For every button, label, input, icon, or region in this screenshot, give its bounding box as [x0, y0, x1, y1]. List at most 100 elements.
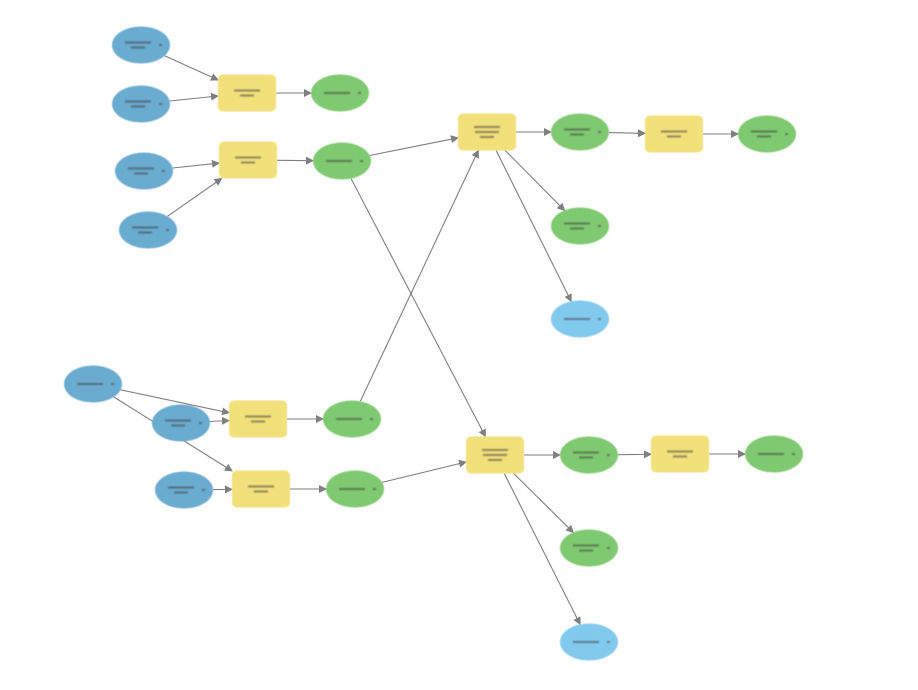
connector-t7-to-o2[interactable] — [503, 473, 581, 626]
connector-in5-to-t3[interactable] — [120, 389, 230, 416]
illegible-label-marks — [339, 488, 376, 490]
illegible-label-marks — [573, 641, 610, 643]
illegible-text-line — [667, 135, 681, 138]
tool-box — [229, 400, 287, 438]
tool-node-t4[interactable] — [232, 470, 290, 508]
illegible-text-dot — [373, 488, 376, 490]
connector-t7-to-d10[interactable] — [513, 473, 575, 534]
illegible-text-line — [661, 130, 687, 133]
tool-node-t3[interactable] — [229, 400, 287, 438]
data-ellipse — [115, 152, 173, 190]
illegible-text-line — [579, 456, 593, 459]
illegible-text-line — [138, 231, 152, 234]
derived-data-node-d5[interactable] — [551, 113, 609, 151]
illegible-text-dot — [607, 454, 610, 456]
input-data-node-in3[interactable] — [115, 152, 173, 190]
illegible-text-dot — [607, 547, 610, 549]
data-ellipse — [560, 436, 618, 474]
illegible-text-line — [579, 549, 593, 552]
connector-in2-to-t1[interactable] — [169, 92, 219, 102]
derived-data-node-d4[interactable] — [326, 470, 384, 508]
connector-t5-to-d7[interactable] — [504, 150, 566, 212]
illegible-text-line — [339, 488, 365, 490]
tool-node-t1[interactable] — [218, 74, 276, 112]
tool-node-t7[interactable] — [466, 436, 524, 474]
tool-node-t5[interactable] — [458, 113, 516, 151]
illegible-text-dot — [598, 225, 601, 227]
illegible-label-marks — [128, 167, 165, 175]
data-ellipse — [560, 529, 618, 567]
connector-d3-to-t5[interactable] — [359, 149, 479, 402]
illegible-label-marks — [77, 383, 114, 385]
illegible-label-marks — [573, 544, 610, 552]
output-variable-node-o1[interactable] — [551, 300, 609, 338]
derived-data-node-d6[interactable] — [738, 115, 796, 153]
connector-in4-to-t2[interactable] — [167, 177, 223, 217]
input-data-node-in5[interactable] — [64, 365, 122, 403]
illegible-text-line — [751, 130, 777, 133]
illegible-text-dot — [166, 229, 169, 231]
illegible-label-marks — [245, 415, 271, 423]
tool-node-t2[interactable] — [219, 141, 277, 179]
derived-data-node-d10[interactable] — [560, 529, 618, 567]
illegible-text-dot — [358, 92, 361, 94]
derived-data-node-d8[interactable] — [560, 436, 618, 474]
illegible-label-marks — [168, 486, 205, 494]
derived-data-node-d3[interactable] — [323, 400, 381, 438]
illegible-text-dot — [598, 131, 601, 133]
illegible-label-marks — [573, 451, 610, 459]
illegible-label-marks — [235, 156, 261, 164]
illegible-label-marks — [248, 485, 274, 493]
derived-data-node-d9[interactable] — [745, 435, 803, 473]
illegible-text-line — [564, 318, 590, 320]
illegible-text-line — [240, 94, 254, 97]
illegible-text-line — [248, 485, 274, 488]
illegible-text-dot — [370, 418, 373, 420]
illegible-text-line — [234, 89, 260, 92]
illegible-text-dot — [159, 103, 162, 105]
connector-in6-to-t3[interactable] — [209, 416, 230, 425]
derived-data-node-d7[interactable] — [551, 207, 609, 245]
connector-d4-to-t7[interactable] — [381, 459, 467, 483]
illegible-text-dot — [360, 160, 363, 162]
illegible-text-line — [673, 455, 687, 458]
illegible-text-line — [171, 424, 185, 427]
input-data-node-in1[interactable] — [112, 26, 170, 64]
tool-node-t8[interactable] — [651, 435, 709, 473]
illegible-label-marks — [336, 418, 373, 420]
illegible-text-dot — [199, 422, 202, 424]
derived-data-node-d1[interactable] — [311, 74, 369, 112]
illegible-text-line — [254, 490, 268, 493]
input-data-node-in7[interactable] — [155, 471, 213, 509]
connector-t5-to-o1[interactable] — [495, 150, 572, 303]
illegible-text-line — [570, 227, 584, 230]
data-ellipse — [155, 471, 213, 509]
illegible-label-marks — [326, 160, 363, 162]
tool-box — [651, 435, 709, 473]
illegible-text-line — [758, 453, 784, 455]
illegible-text-dot — [162, 170, 165, 172]
illegible-label-marks — [564, 128, 601, 136]
input-data-node-in4[interactable] — [119, 211, 177, 249]
illegible-text-line — [324, 92, 350, 94]
illegible-text-line — [326, 160, 352, 162]
input-data-node-in2[interactable] — [112, 85, 170, 123]
connector-in3-to-t2[interactable] — [172, 159, 220, 169]
illegible-text-line — [245, 415, 271, 418]
connector-in1-to-t1[interactable] — [164, 55, 219, 81]
connector-d2-to-t7[interactable] — [350, 178, 486, 438]
derived-data-node-d2[interactable] — [313, 142, 371, 180]
input-data-node-in6[interactable] — [152, 404, 210, 442]
output-variable-node-o2[interactable] — [560, 623, 618, 661]
illegible-text-dot — [598, 318, 601, 320]
tool-box — [232, 470, 290, 508]
connector-d2-to-t5[interactable] — [369, 135, 459, 157]
illegible-text-dot — [785, 133, 788, 135]
connector-d5-to-t6[interactable] — [608, 129, 646, 138]
illegible-label-marks — [661, 130, 687, 138]
tool-node-t6[interactable] — [645, 115, 703, 153]
illegible-label-marks — [234, 89, 260, 97]
illegible-text-line — [573, 451, 599, 454]
